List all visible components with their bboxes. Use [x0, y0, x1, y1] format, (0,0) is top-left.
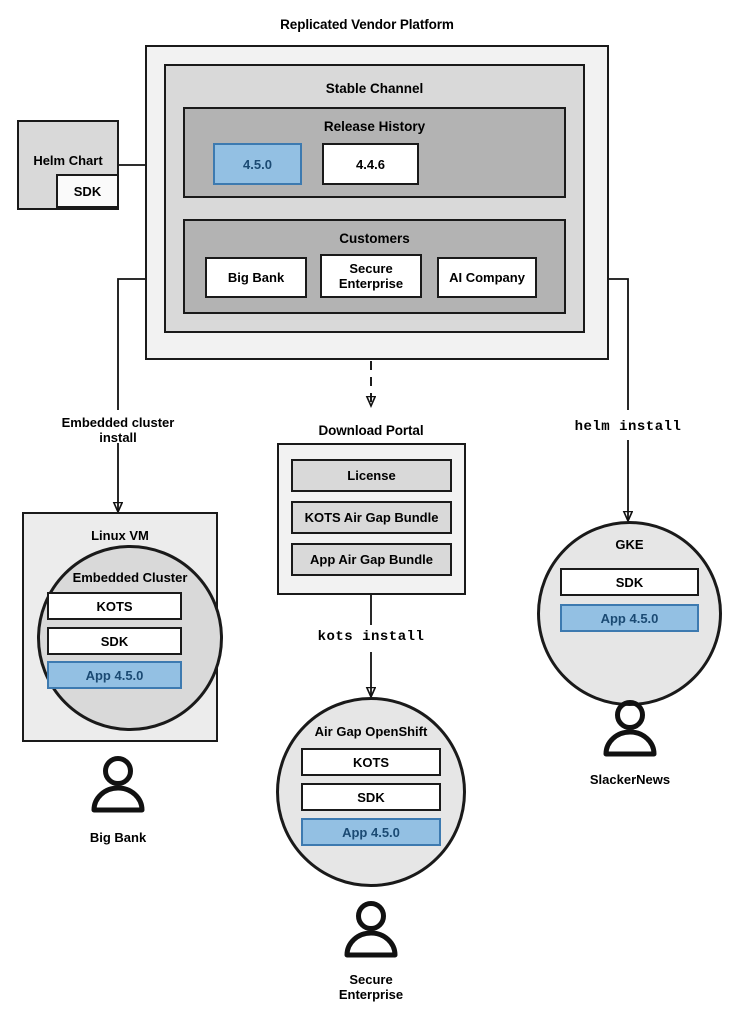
helm-chart-label: Helm Chart [33, 153, 103, 168]
component-label: KOTS [352, 754, 390, 770]
customers-title: Customers [339, 231, 410, 246]
linux-vm-label: Linux VM [91, 528, 149, 543]
component-label: KOTS [96, 598, 133, 614]
helm-chart-sdk-box: SDK [56, 174, 119, 208]
stable-channel-title: Stable Channel [325, 81, 424, 96]
portal-artifact-license[interactable]: License [291, 459, 452, 492]
component-label: App 4.5.0 [342, 824, 400, 840]
flow-label-embedded-cluster-install: Embedded cluster install [61, 415, 175, 445]
flow-label-kots-install: kots install [317, 629, 425, 645]
component-label: App 4.5.0 [85, 667, 144, 683]
portal-artifact-app-air-gap-bundle[interactable]: App Air Gap Bundle [291, 543, 452, 576]
component-label: App 4.5.0 [600, 610, 659, 626]
customer-avatar-label-big-bank: Big Bank [89, 830, 147, 845]
linux-vm-component-kots[interactable]: KOTS [47, 592, 182, 620]
customer-avatar-secure-enterprise [341, 901, 401, 959]
customer-label: AI Company [449, 270, 525, 285]
gke-component-app[interactable]: App 4.5.0 [560, 604, 699, 632]
customer-box-ai-company[interactable]: AI Company [437, 257, 537, 298]
helm-chart-sdk-label: SDK [73, 183, 102, 199]
openshift-component-kots[interactable]: KOTS [301, 748, 441, 776]
download-portal-panel: License KOTS Air Gap Bundle App Air Gap … [277, 443, 466, 595]
release-history-title: Release History [323, 119, 426, 134]
customer-avatar-label-secure-enterprise: Secure Enterprise [338, 972, 404, 1002]
flow-label-helm-install: helm install [574, 419, 682, 435]
release-box-4-5-0[interactable]: 4.5.0 [213, 143, 302, 185]
air-gap-openshift-label: Air Gap OpenShift [314, 724, 428, 739]
component-label: SDK [357, 789, 385, 805]
download-portal-title: Download Portal [318, 423, 424, 438]
linux-vm-component-app[interactable]: App 4.5.0 [47, 661, 182, 689]
release-version-label: 4.5.0 [243, 156, 272, 172]
release-box-4-4-6[interactable]: 4.4.6 [322, 143, 419, 185]
component-label: SDK [100, 633, 129, 649]
openshift-component-sdk[interactable]: SDK [301, 783, 441, 811]
release-version-label: 4.4.6 [356, 156, 385, 172]
portal-artifact-kots-air-gap-bundle[interactable]: KOTS Air Gap Bundle [291, 501, 452, 534]
helm-chart-box: Helm Chart SDK [17, 120, 119, 210]
customer-box-secure-enterprise[interactable]: Secure Enterprise [320, 254, 422, 298]
customer-box-big-bank[interactable]: Big Bank [205, 257, 307, 298]
customer-avatar-big-bank [88, 756, 148, 814]
customer-avatar-slackernews [600, 700, 660, 758]
customer-label: Secure Enterprise [338, 261, 404, 291]
gke-component-sdk[interactable]: SDK [560, 568, 699, 596]
artifact-label: KOTS Air Gap Bundle [304, 510, 439, 525]
artifact-label: App Air Gap Bundle [309, 552, 434, 567]
page-title: Replicated Vendor Platform [280, 17, 454, 32]
gke-label: GKE [615, 537, 644, 552]
openshift-component-app[interactable]: App 4.5.0 [301, 818, 441, 846]
artifact-label: License [347, 468, 396, 483]
linux-vm-component-sdk[interactable]: SDK [47, 627, 182, 655]
customer-label: Big Bank [227, 270, 285, 285]
customer-avatar-label-slackernews: SlackerNews [589, 772, 671, 787]
component-label: SDK [615, 574, 644, 590]
embedded-cluster-label: Embedded Cluster [72, 570, 188, 585]
